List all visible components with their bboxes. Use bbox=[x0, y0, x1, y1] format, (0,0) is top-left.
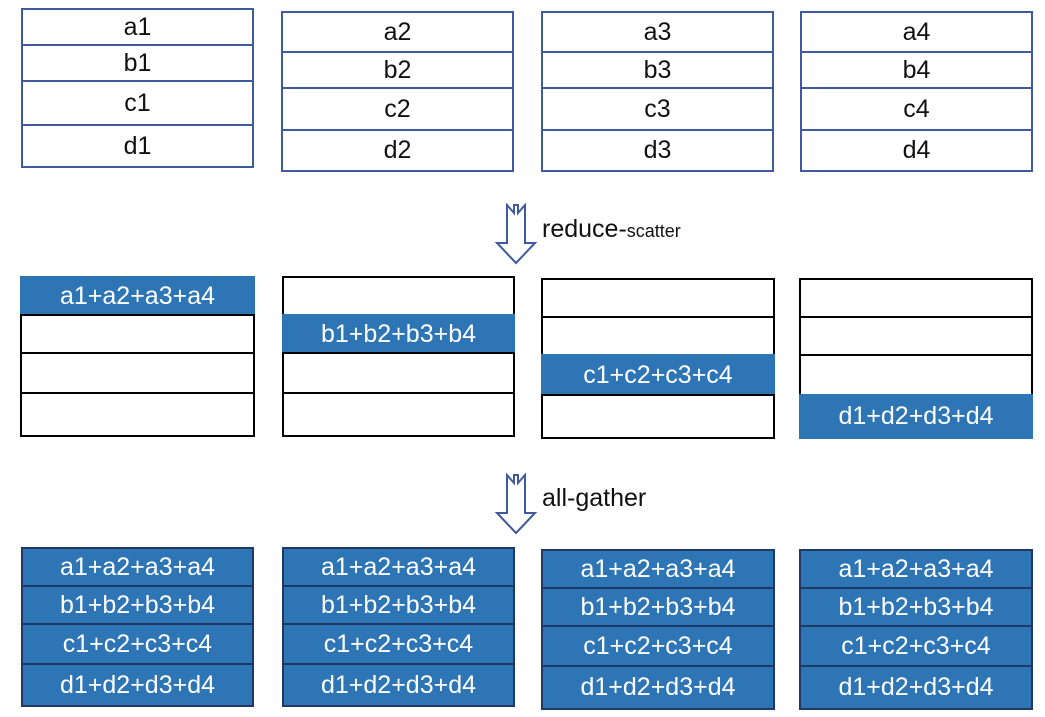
cell-a3: a3 bbox=[541, 11, 774, 53]
cell-sum-c: c1+c2+c3+c4 bbox=[541, 625, 775, 667]
cell-sum-b: b1+b2+b3+b4 bbox=[799, 587, 1033, 627]
cell-b4: b4 bbox=[800, 51, 1033, 89]
reduce-text: reduce bbox=[542, 215, 619, 243]
cell-empty bbox=[20, 314, 255, 354]
reduce-separator: - bbox=[618, 215, 627, 243]
cell-sum-b: b1+b2+b3+b4 bbox=[541, 587, 775, 627]
cell-c2: c2 bbox=[281, 87, 514, 131]
cell-empty bbox=[799, 316, 1033, 356]
gpu1-gathered-buffer: a1+a2+a3+a4 b1+b2+b3+b4 c1+c2+c3+c4 d1+d… bbox=[282, 547, 515, 707]
cell-sum-a: a1+a2+a3+a4 bbox=[282, 547, 515, 587]
cell-sum-a: a1+a2+a3+a4 bbox=[799, 549, 1033, 589]
cell-empty bbox=[541, 316, 775, 356]
cell-sum-a: a1+a2+a3+a4 bbox=[541, 549, 775, 589]
cell-sum-d: d1+d2+d3+d4 bbox=[799, 394, 1033, 439]
cell-sum-c: c1+c2+c3+c4 bbox=[799, 625, 1033, 667]
cell-empty bbox=[20, 392, 255, 437]
cell-empty bbox=[541, 394, 775, 439]
gpu1-reduced-buffer: b1+b2+b3+b4 bbox=[282, 276, 515, 437]
cell-empty bbox=[20, 352, 255, 394]
cell-sum-d: d1+d2+d3+d4 bbox=[282, 663, 515, 707]
scatter-text: scatter bbox=[626, 221, 681, 241]
gpu2-reduced-buffer: c1+c2+c3+c4 bbox=[541, 278, 775, 439]
cell-empty bbox=[799, 278, 1033, 318]
cell-empty bbox=[282, 276, 515, 316]
cell-a4: a4 bbox=[800, 11, 1033, 53]
reduce-scatter-label: reduce-scatter bbox=[542, 215, 681, 244]
cell-sum-b: b1+b2+b3+b4 bbox=[282, 585, 515, 625]
cell-empty bbox=[282, 352, 515, 394]
gpu0-initial-buffer: a1 b1 c1 d1 bbox=[21, 8, 254, 168]
cell-sum-c: c1+c2+c3+c4 bbox=[282, 623, 515, 665]
cell-sum-a: a1+a2+a3+a4 bbox=[20, 276, 255, 316]
cell-c4: c4 bbox=[800, 87, 1033, 131]
cell-sum-c: c1+c2+c3+c4 bbox=[541, 354, 775, 396]
cell-b2: b2 bbox=[281, 51, 514, 89]
cell-a1: a1 bbox=[21, 8, 254, 46]
down-arrow-icon bbox=[494, 203, 538, 265]
cell-sum-d: d1+d2+d3+d4 bbox=[21, 663, 254, 707]
cell-sum-b: b1+b2+b3+b4 bbox=[21, 585, 254, 625]
cell-sum-c: c1+c2+c3+c4 bbox=[21, 623, 254, 665]
cell-c1: c1 bbox=[21, 80, 254, 126]
down-arrow-icon bbox=[494, 473, 538, 535]
cell-b3: b3 bbox=[541, 51, 774, 89]
cell-d2: d2 bbox=[281, 129, 514, 172]
gpu3-reduced-buffer: d1+d2+d3+d4 bbox=[799, 278, 1033, 439]
gpu2-gathered-buffer: a1+a2+a3+a4 b1+b2+b3+b4 c1+c2+c3+c4 d1+d… bbox=[541, 549, 775, 710]
gpu1-initial-buffer: a2 b2 c2 d2 bbox=[281, 11, 514, 172]
cell-sum-a: a1+a2+a3+a4 bbox=[21, 547, 254, 587]
cell-c3: c3 bbox=[541, 87, 774, 131]
cell-d4: d4 bbox=[800, 129, 1033, 172]
cell-a2: a2 bbox=[281, 11, 514, 53]
gpu3-initial-buffer: a4 b4 c4 d4 bbox=[800, 11, 1033, 172]
cell-sum-d: d1+d2+d3+d4 bbox=[799, 665, 1033, 710]
cell-empty bbox=[799, 354, 1033, 396]
cell-b1: b1 bbox=[21, 44, 254, 82]
cell-empty bbox=[541, 278, 775, 318]
cell-sum-b: b1+b2+b3+b4 bbox=[282, 314, 515, 354]
gpu0-gathered-buffer: a1+a2+a3+a4 b1+b2+b3+b4 c1+c2+c3+c4 d1+d… bbox=[21, 547, 254, 707]
gpu3-gathered-buffer: a1+a2+a3+a4 b1+b2+b3+b4 c1+c2+c3+c4 d1+d… bbox=[799, 549, 1033, 710]
cell-empty bbox=[282, 392, 515, 437]
cell-sum-d: d1+d2+d3+d4 bbox=[541, 665, 775, 710]
all-gather-label: all-gather bbox=[542, 484, 647, 512]
gpu0-reduced-buffer: a1+a2+a3+a4 bbox=[20, 276, 255, 437]
cell-d1: d1 bbox=[21, 124, 254, 168]
cell-d3: d3 bbox=[541, 129, 774, 172]
gpu2-initial-buffer: a3 b3 c3 d3 bbox=[541, 11, 774, 172]
